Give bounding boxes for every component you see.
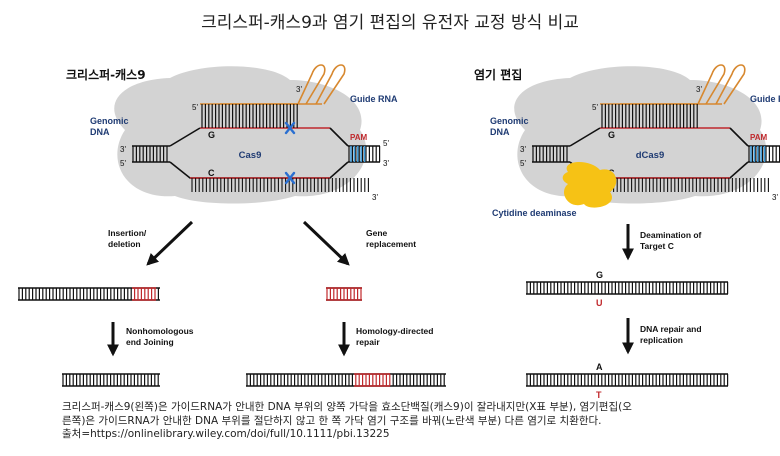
five-prime-left-label: 5': [520, 159, 526, 168]
step2-base-bottom-label: T: [596, 390, 602, 400]
rna-dna-hybrid: [600, 103, 730, 129]
nhej-product-dna: [62, 373, 160, 387]
genomic-dna-left-end: [132, 145, 170, 163]
three-prime-left-label: 3': [520, 145, 526, 154]
enzyme-label: dCas9: [636, 150, 665, 161]
cut-site-marks: [284, 121, 296, 185]
step1-base-bottom-label: U: [596, 298, 603, 308]
arrow-gene-replacement: [302, 220, 350, 266]
three-prime-bottom-label: 3': [372, 193, 378, 202]
bubble-top-strand: [169, 127, 349, 147]
step2-base-top-label: A: [596, 362, 603, 372]
cytidine-deaminase-label: Cytidine deaminase: [492, 208, 577, 218]
three-prime-bottom-label: 3': [772, 193, 778, 202]
genomic-dna-left-end: [532, 145, 570, 163]
pam-site: [750, 146, 766, 162]
cytidine-deaminase-blob: [562, 161, 617, 208]
step1-base-top-label: G: [596, 270, 603, 280]
indel-label: Insertion/deletion: [108, 228, 147, 249]
caption-line-2: 른쪽)은 가이드RNA가 안내한 DNA 부위를 절단하지 않고 한 쪽 가닥 …: [62, 414, 602, 427]
three-prime-rna-label: 3': [696, 85, 702, 94]
enzyme-label: Cas9: [239, 150, 262, 161]
figure-caption: 크리스퍼-캐스9(왼쪽)은 가이드RNA가 안내한 DNA 부위의 양쪽 가닥을…: [62, 401, 752, 442]
five-prime-right-label: 5': [383, 139, 389, 148]
guide-rna-label: Guide RNA: [350, 94, 398, 104]
three-prime-left-label: 3': [120, 145, 126, 154]
target-base-top-label: G: [208, 130, 215, 140]
cas9-protein: [114, 66, 367, 204]
deaminated-dna: [526, 281, 729, 295]
three-prime-right-label: 3': [383, 159, 389, 168]
left-heading: 크리스퍼-캐스9: [66, 68, 146, 82]
edited-dna: [526, 373, 729, 387]
target-base-top-label: G: [608, 130, 615, 140]
arrow-indel: [146, 220, 194, 266]
page-title: 크리스퍼-캐스9과 염기 편집의 유전자 교정 방식 비교: [201, 13, 579, 33]
hdr-product-dna: [246, 373, 446, 387]
indel-product-dna: [18, 287, 160, 301]
pam-label: PAM: [350, 133, 368, 142]
five-prime-top-label: 5': [192, 103, 198, 112]
genomic-dna-right-end: [348, 145, 381, 163]
caption-line-1: 크리스퍼-캐스9(왼쪽)은 가이드RNA가 안내한 DNA 부위의 양쪽 가닥을…: [62, 401, 632, 413]
bottom-strand-ticks: [191, 178, 369, 192]
five-prime-left-label: 5': [120, 159, 126, 168]
rna-dna-hybrid: [200, 103, 330, 129]
guide-rna-label: Guide RNA: [750, 94, 780, 104]
caption-line-3: 출처=https://onlinelibrary.wiley.com/doi/f…: [62, 428, 390, 440]
target-base-bottom-label: C: [208, 168, 215, 178]
pam-site: [350, 146, 366, 162]
pam-label: PAM: [750, 133, 768, 142]
donor-template-dna: [326, 287, 362, 301]
three-prime-rna-label: 3': [296, 85, 302, 94]
bubble-top-strand: [569, 127, 749, 147]
right-heading: 염기 편집: [474, 68, 523, 82]
five-prime-top-label: 5': [592, 103, 598, 112]
